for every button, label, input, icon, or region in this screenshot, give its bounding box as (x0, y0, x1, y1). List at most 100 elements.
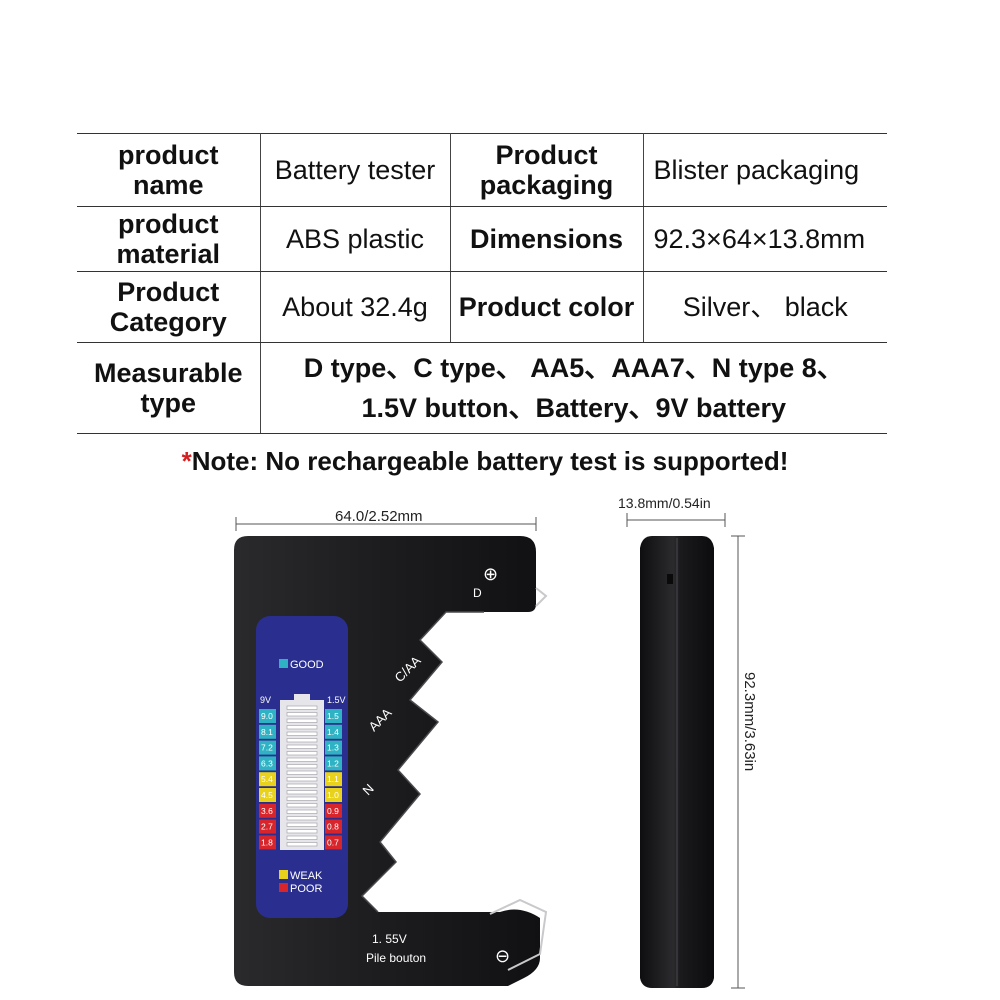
label-product-category: Product Category (77, 271, 261, 343)
battery-bar-segment (286, 757, 318, 762)
good-label: GOOD (290, 659, 324, 671)
weak-label: WEAK (290, 870, 323, 882)
button-voltage-label: 1. 55V (372, 932, 407, 946)
battery-bar-segment (286, 725, 318, 730)
label-measurable-type: Measurable type (77, 342, 261, 434)
battery-bar-segment (286, 731, 318, 736)
scale-left-value: 5.4 (261, 774, 273, 784)
battery-bar-segment (286, 829, 318, 834)
scale-right-value: 0.7 (327, 837, 339, 847)
note-message: Note: No rechargeable battery test is su… (191, 446, 789, 476)
scale-left-swatch (259, 740, 276, 755)
scale-left-value: 7.2 (261, 743, 273, 753)
battery-bar-segment (286, 783, 318, 788)
scale-left-swatch (259, 819, 276, 834)
scale-right-swatch (325, 772, 342, 787)
scale-left-value: 1.8 (261, 837, 273, 847)
label-product-color: Product color (449, 271, 644, 343)
good-swatch (279, 659, 288, 668)
battery-bar-segment (286, 842, 318, 847)
table-row: Product Category About 32.4g Product col… (77, 271, 887, 343)
battery-bar-segment (286, 835, 318, 840)
scale-left-swatch (259, 772, 276, 787)
battery-bar-segment (286, 705, 318, 710)
scale-right-value: 1.5 (327, 711, 339, 721)
value-measurable-type: D type、C type、 AA5、AAA7、N type 8、 1.5V b… (259, 342, 887, 434)
plus-icon: ⊕ (483, 564, 498, 585)
scale-left-value: 3.6 (261, 806, 273, 816)
battery-bar-segment (286, 777, 318, 782)
value-dimensions: 92.3×64×13.8mm (642, 206, 887, 272)
scale-left-swatch (259, 803, 276, 818)
table-row: product material ABS plastic Dimensions … (77, 206, 887, 272)
battery-bar-segment (286, 712, 318, 717)
minus-icon: ⊖ (495, 946, 510, 967)
label-product-packaging: Product packaging (449, 133, 644, 207)
scale-right-swatch (325, 819, 342, 834)
scale-left-value: 6.3 (261, 758, 273, 768)
scale-right-swatch (325, 788, 342, 802)
value-product-name: Battery tester (259, 133, 451, 207)
button-type-label: Pile bouton (366, 951, 426, 965)
scale-right-swatch (325, 756, 342, 771)
battery-bar-segment (286, 764, 318, 769)
scale-right-swatch (325, 724, 342, 739)
height-dimension-line (731, 535, 745, 989)
scale-left-value: 8.1 (261, 727, 273, 737)
slot-edge-highlight (360, 611, 484, 913)
scale-left-swatch (259, 835, 276, 850)
scale-left-value: 4.5 (261, 790, 273, 800)
battery-bar-segment (286, 790, 318, 795)
scale-left: 9.0 8.1 7.2 6.3 5.4 4.5 3.6 2.7 1.8 (259, 709, 276, 850)
table-row: Measurable type D type、C type、 AA5、AAA7、… (77, 342, 887, 434)
scale-left-value: 9.0 (261, 711, 273, 721)
left-header: 9V (260, 695, 271, 705)
battery-bar-segment (286, 718, 318, 723)
note-text: *Note: No rechargeable battery test is s… (0, 446, 970, 477)
width-dimension-line (235, 517, 537, 531)
slot-label-d: D (473, 586, 482, 600)
value-product-material: ABS plastic (259, 206, 451, 272)
scale-right: 1.51.41.31.21.11.00.90.80.7 (325, 709, 342, 850)
thickness-dimension-label: 13.8mm/0.54in (618, 495, 711, 511)
battery-bar-segment (286, 751, 318, 756)
scale-left-swatch (259, 724, 276, 739)
poor-label: POOR (290, 883, 322, 895)
battery-bars (286, 705, 318, 847)
scale-right-value: 0.9 (327, 806, 339, 816)
scale-right-value: 1.3 (327, 743, 339, 753)
spec-table: product name Battery tester Product pack… (77, 133, 887, 434)
scale-right-swatch (325, 709, 342, 723)
battery-bar-segment (286, 738, 318, 743)
value-product-packaging: Blister packaging (642, 133, 887, 207)
side-notch (667, 574, 673, 584)
width-dimension-label: 64.0/2.52mm (335, 508, 423, 525)
right-header: 1.5V (327, 695, 346, 705)
battery-bar-segment (286, 822, 318, 827)
battery-bar-segment (286, 816, 318, 821)
poor-swatch (279, 883, 288, 892)
label-product-name: product name (77, 133, 261, 207)
label-dimensions: Dimensions (449, 206, 644, 272)
contact-strip (489, 587, 548, 971)
value-product-category: About 32.4g (259, 271, 451, 343)
table-row: product name Battery tester Product pack… (77, 133, 887, 207)
note-star: * (181, 446, 192, 476)
scale-right-value: 0.8 (327, 822, 339, 832)
battery-bar-segment (286, 809, 318, 814)
value-product-color: Silver、 black (642, 271, 887, 343)
scale-right-value: 1.4 (327, 727, 339, 737)
scale-left-swatch (259, 788, 276, 802)
scale-left-value: 2.7 (261, 822, 273, 832)
battery-indicator-tip (294, 694, 310, 700)
scale-right-swatch (325, 803, 342, 818)
scale-right-value: 1.1 (327, 774, 339, 784)
scale-right-value: 1.2 (327, 758, 339, 768)
weak-swatch (279, 870, 288, 879)
scale-right-swatch (325, 835, 342, 850)
battery-bar-segment (286, 796, 318, 801)
label-product-material: product material (77, 206, 261, 272)
scale-left-swatch (259, 709, 276, 723)
battery-bar-segment (286, 770, 318, 775)
